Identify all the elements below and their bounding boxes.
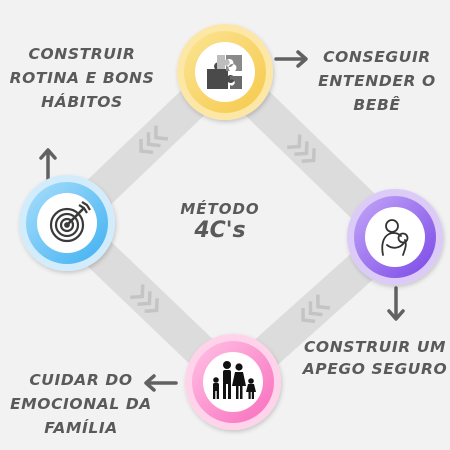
label-bottom-line1: CUIDAR DO	[29, 371, 133, 389]
arrow-right-icon	[274, 50, 308, 68]
label-right-step: CONSTRUIR UM APEGO SEGURO	[302, 336, 448, 380]
label-right-line1: CONSTRUIR UM	[303, 338, 447, 356]
label-left-step: CONSTRUIR ROTINA E BONS HÁBITOS	[4, 42, 160, 114]
label-right-line2: APEGO SEGURO	[302, 360, 448, 378]
chevron-group-top-left	[139, 125, 169, 155]
track-chevrons	[130, 125, 331, 324]
direction-arrows	[39, 50, 405, 392]
label-top-step: CONSEGUIR ENTENDER O BEBÊ	[306, 45, 448, 117]
label-left-line1: CONSTRUIR	[28, 45, 136, 63]
label-left-line2: ROTINA E BONS	[9, 69, 155, 87]
target-icon	[49, 201, 91, 243]
family-icon	[213, 361, 256, 399]
chevron-group-bottom-right	[301, 294, 331, 324]
arrow-left-icon	[144, 374, 178, 392]
label-top-line2: ENTENDER O	[318, 72, 436, 90]
arrow-up-icon	[39, 148, 57, 184]
chevron-group-top-right	[287, 134, 316, 163]
label-bottom-line3: FAMÍLIA	[44, 419, 118, 437]
label-left-line3: HÁBITOS	[41, 93, 123, 111]
label-bottom-line2: EMOCIONAL DA	[10, 395, 152, 413]
step-circle-right	[347, 189, 443, 285]
arrow-down-icon	[387, 286, 405, 321]
mother-baby-icon	[381, 219, 409, 256]
label-top-line1: CONSEGUIR	[323, 48, 431, 66]
label-bottom-step: CUIDAR DO EMOCIONAL DA FAMÍLIA	[6, 368, 156, 440]
label-top-line3: BEBÊ	[353, 96, 401, 114]
method-title-line1: MÉTODO	[180, 200, 260, 218]
method-title: MÉTODO 4C's	[150, 200, 290, 244]
chevron-group-bottom-left	[130, 284, 159, 313]
method-title-line2: 4C's	[194, 218, 246, 243]
puzzle-icon	[207, 55, 242, 89]
